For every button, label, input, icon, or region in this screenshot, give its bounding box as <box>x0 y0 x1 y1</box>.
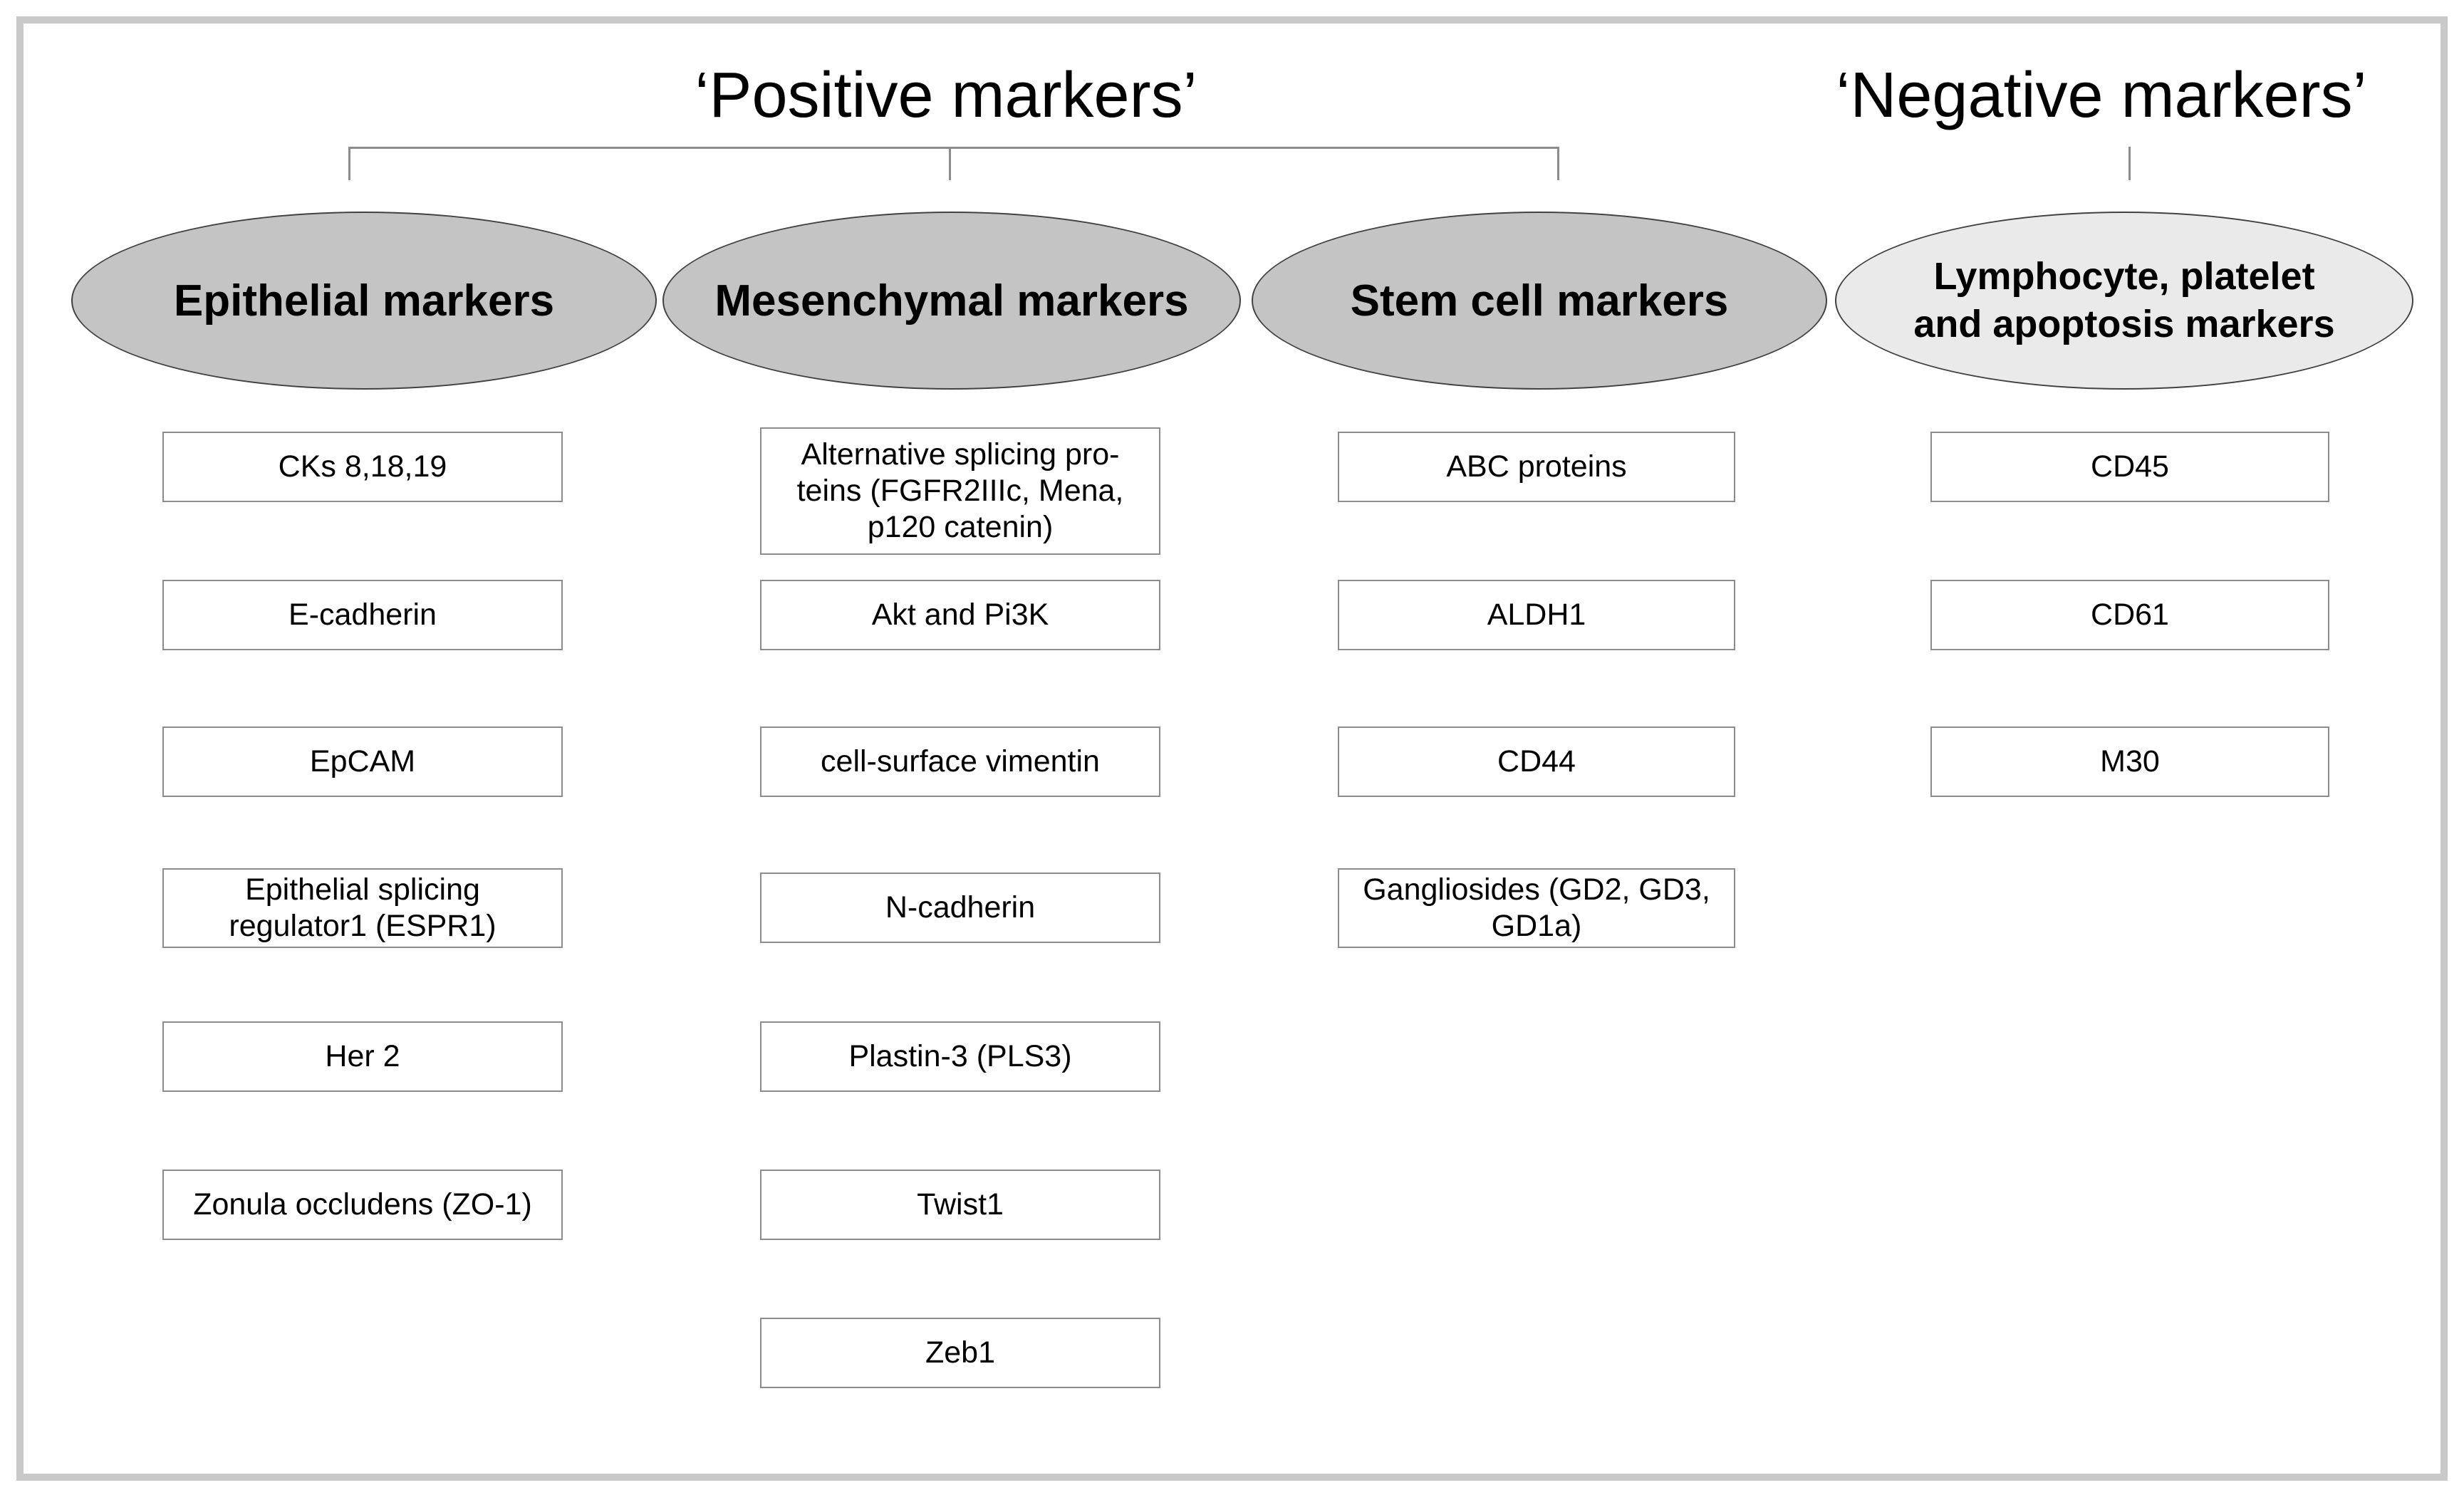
marker-box-akt-pi3k: Akt and Pi3K <box>760 580 1160 650</box>
marker-box-m30: M30 <box>1930 726 2329 797</box>
marker-box-cd44: CD44 <box>1338 726 1735 797</box>
bracket-tick-stemcell <box>1557 147 1559 180</box>
marker-box-cd45: CD45 <box>1930 432 2329 502</box>
bracket-tick-mesenchymal <box>949 147 951 180</box>
marker-box-n-cadherin: N-cadherin <box>760 873 1160 943</box>
marker-box-plastin3: Plastin-3 (PLS3) <box>760 1021 1160 1092</box>
marker-box-esrp1: Epithelial splicing regulator1 (ESPR1) <box>162 868 563 948</box>
marker-box-zo1: Zonula occludens (ZO-1) <box>162 1170 563 1240</box>
marker-box-e-cadherin: E-cadherin <box>162 580 563 650</box>
bracket-horizontal-line <box>348 147 1559 149</box>
marker-box-twist1: Twist1 <box>760 1170 1160 1240</box>
positive-markers-title: ‘Positive markers’ <box>695 60 1197 131</box>
marker-box-zeb1: Zeb1 <box>760 1318 1160 1388</box>
negative-marker-tick <box>2128 147 2131 180</box>
group-ellipse-epithelial: Epithelial markers <box>71 212 657 390</box>
group-ellipse-mesenchymal: Mesenchymal markers <box>662 212 1241 390</box>
negative-markers-title: ‘Negative markers’ <box>1836 60 2367 131</box>
bracket-tick-epithelial <box>348 147 350 180</box>
marker-box-cd61: CD61 <box>1930 580 2329 650</box>
marker-box-alt-splicing: Alternative splicing pro- teins (FGFR2II… <box>760 427 1160 555</box>
group-ellipse-lymphocyte-platelet-apoptosis: Lymphocyte, platelet and apoptosis marke… <box>1835 212 2413 390</box>
marker-box-vimentin: cell-surface vimentin <box>760 726 1160 797</box>
group-ellipse-stem-cell: Stem cell markers <box>1252 212 1827 390</box>
marker-box-her2: Her 2 <box>162 1021 563 1092</box>
marker-box-abc-proteins: ABC proteins <box>1338 432 1735 502</box>
marker-box-gangliosides: Gangliosides (GD2, GD3, GD1a) <box>1338 868 1735 948</box>
marker-box-cks: CKs 8,18,19 <box>162 432 563 502</box>
marker-box-epcam: EpCAM <box>162 726 563 797</box>
marker-box-aldh1: ALDH1 <box>1338 580 1735 650</box>
